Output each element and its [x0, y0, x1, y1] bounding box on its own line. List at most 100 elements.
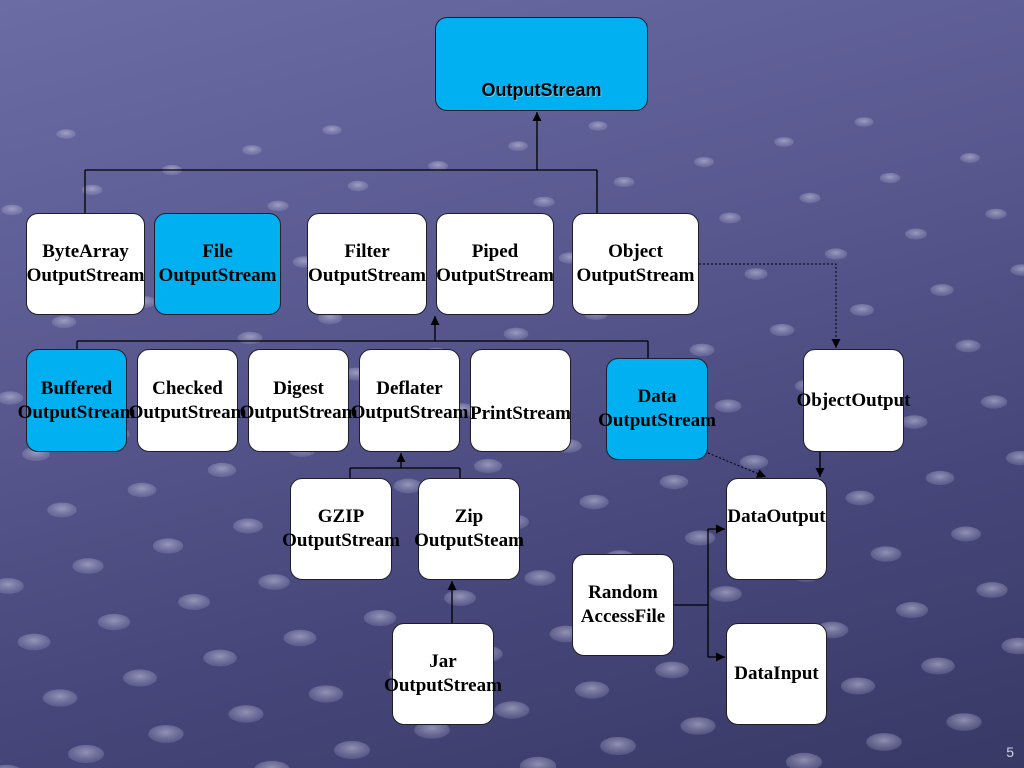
node-jaroutputstream: Jar OutputStream	[384, 623, 502, 725]
background-dot	[774, 137, 794, 147]
node-label-line: GZIP	[317, 506, 365, 527]
node-label-line: OutputStream	[576, 265, 695, 286]
inheritance-connector-outputstream	[84, 112, 598, 213]
slide-number: 5	[1006, 744, 1014, 760]
background-dot	[0, 391, 24, 405]
background-dot	[414, 721, 450, 739]
node-label-line: Filter	[344, 241, 390, 262]
background-dot	[946, 713, 982, 731]
node-label-line: Checked	[152, 377, 223, 399]
node-label-line: AccessFile	[580, 606, 666, 627]
background-dot	[694, 157, 714, 167]
background-dot	[854, 117, 874, 127]
node-label-line: OutputStream	[481, 80, 602, 100]
node-label-line: OutputStream	[158, 265, 277, 286]
node-bufferedoutputstream: Buffered OutputStream	[18, 349, 135, 452]
node-objectoutputstream: Object OutputStream	[572, 213, 699, 315]
background-dot	[980, 395, 1008, 409]
connector-randomaccessfile	[674, 524, 725, 662]
background-dot	[258, 574, 290, 590]
background-dot	[840, 677, 876, 695]
background-dot	[203, 649, 237, 667]
node-label-line: OutputSteam	[414, 530, 524, 551]
background-dot	[283, 629, 317, 647]
node-printstream: PrintStream	[470, 349, 571, 452]
node-gzipoutputstream: GZIP OutputStream	[282, 478, 400, 580]
node-label-line: ByteArray	[42, 241, 129, 262]
background-dot	[895, 602, 929, 618]
background-dot	[659, 474, 689, 490]
background-dot	[524, 570, 556, 586]
node-label-line: OutputStream	[350, 401, 469, 423]
background-dot	[68, 745, 104, 763]
background-dot	[960, 153, 980, 163]
node-label-line: Deflater	[376, 377, 443, 399]
background-dot	[714, 399, 742, 413]
background-dot	[769, 323, 795, 337]
background-dot	[393, 478, 423, 494]
background-dot	[824, 248, 848, 260]
node-label-line: Object	[608, 241, 663, 262]
background-dot	[233, 518, 263, 534]
dotted-arrow-objectoutputstream-to-objectoutput	[699, 263, 841, 348]
background-dot	[1001, 637, 1024, 655]
background-dot	[900, 415, 928, 429]
background-dot	[97, 613, 131, 631]
background-dot	[1010, 264, 1024, 276]
node-label-line: PrintStream	[470, 402, 571, 424]
node-label-line: Digest	[273, 377, 324, 399]
background-dot	[42, 689, 78, 707]
background-dot	[363, 609, 397, 627]
background-dot	[254, 760, 290, 768]
background-dot	[207, 462, 237, 478]
node-label-line: File	[202, 241, 233, 262]
node-label-line: Jar	[429, 651, 457, 672]
background-dot	[930, 284, 954, 296]
background-dot	[870, 546, 902, 562]
background-dot	[47, 502, 77, 518]
node-datainput: DataInput	[726, 623, 827, 725]
background-dot	[123, 669, 157, 687]
node-label-line: OutputStream	[436, 265, 554, 286]
node-digestoutputstream: Digest OutputStream	[240, 349, 357, 452]
background-dot	[879, 172, 901, 184]
node-label-line: OutputStream	[308, 265, 426, 286]
background-dot	[799, 192, 821, 204]
background-dot	[0, 764, 20, 768]
inheritance-connector-deflateroutputstream	[349, 453, 461, 478]
background-dot	[850, 304, 874, 316]
node-dataoutput: DataOutput	[726, 478, 827, 580]
background-dot	[267, 200, 289, 212]
node-label-line: Buffered	[40, 377, 113, 399]
background-dot	[925, 470, 955, 486]
node-outputstream: OutputStream	[435, 17, 648, 111]
background-dot	[845, 490, 875, 506]
dotted-arrow-dataoutputstream-to-dataoutput	[707, 452, 767, 478]
background-dot	[334, 741, 370, 759]
background-dot	[579, 494, 609, 510]
background-dot	[955, 339, 981, 353]
background-dot	[178, 594, 210, 610]
background-dot	[56, 129, 76, 139]
background-dot	[744, 268, 768, 280]
node-label-line: Piped	[471, 241, 519, 262]
node-label-line: OutputStream	[128, 401, 247, 423]
node-label-line: OutputStream	[26, 265, 145, 286]
background-dot	[508, 141, 528, 151]
background-dot	[127, 482, 157, 498]
background-dot	[905, 228, 927, 240]
background-dot	[588, 121, 608, 131]
background-dot	[785, 752, 823, 768]
background-dot	[308, 685, 344, 703]
background-dot	[951, 526, 981, 542]
node-dataoutputstream: Data OutputStream	[598, 358, 716, 460]
node-label-line: Random	[588, 582, 658, 603]
background-dot	[152, 538, 184, 554]
background-dot	[921, 657, 955, 675]
background-dot	[494, 701, 530, 719]
background-dot	[533, 196, 555, 208]
background-dot	[519, 756, 557, 768]
node-filteroutputstream: Filter OutputStream	[307, 213, 427, 315]
